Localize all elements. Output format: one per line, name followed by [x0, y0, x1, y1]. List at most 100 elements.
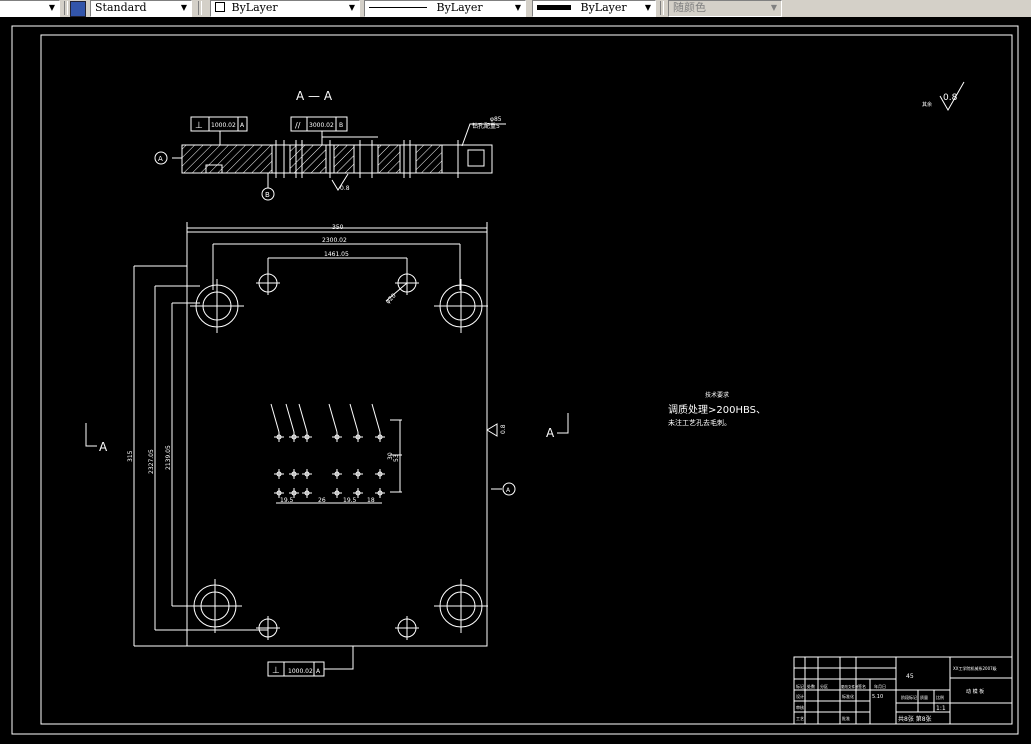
text-style-icon[interactable] [70, 1, 86, 17]
roughness-global: 0.8 [943, 93, 958, 103]
sheet-outer-border [11, 25, 1019, 735]
toolbar-separator [64, 1, 68, 15]
prev-dropdown-stub[interactable]: ▼ [0, 0, 60, 17]
section-arrow-left [85, 423, 97, 447]
tb-design-lbl: 设计 [796, 693, 804, 699]
chevron-down-icon[interactable]: ▼ [514, 3, 522, 12]
section-view [172, 140, 493, 178]
lineweight-dropdown[interactable]: ByLayer ▼ [532, 0, 656, 17]
datum-a2-label: A [506, 487, 511, 494]
dim-holes-outer: 2300.02 [322, 237, 347, 244]
perpendicularity-icon: ⊥ [272, 666, 280, 676]
dim-height-3: 2139.05 [165, 445, 172, 470]
color-swatch-icon [215, 2, 225, 12]
pin-hole-leader [298, 403, 308, 433]
section-label-left: A [99, 440, 108, 454]
tb-craft-lbl: 工艺 [796, 716, 804, 721]
lineweight-line-icon [537, 5, 571, 10]
fcf-top1-datum: A [240, 122, 245, 129]
tb-zone-lbl: 分区 [820, 683, 828, 689]
pin-hole-leader [349, 403, 359, 433]
dim-height-left: 315 [127, 450, 134, 462]
text-style-dropdown[interactable]: Standard ▼ [90, 0, 192, 17]
parallelism-icon: // [295, 121, 301, 130]
tech-line2: 未注工艺孔去毛刺。 [668, 418, 731, 427]
linetype-line-icon [369, 7, 427, 8]
linetype-dropdown[interactable]: ByLayer ▼ [364, 0, 526, 17]
section-arrow-right [557, 413, 569, 434]
chevron-down-icon[interactable]: ▼ [644, 3, 652, 12]
tb-sign-lbl: 签名 [858, 683, 866, 689]
linetype-value: ByLayer [436, 1, 483, 14]
tb-scale-lbl: 比例 [936, 694, 944, 700]
dim-mid-1: 19.5 [280, 497, 294, 504]
toolbar-separator [198, 1, 202, 15]
plot-style-value: 随颜色 [673, 1, 706, 14]
title-block [793, 656, 1013, 725]
tb-material: 45 [906, 673, 914, 680]
dim-mid-2: 26 [318, 497, 326, 504]
roughness-rest-label: 其余 [922, 101, 932, 108]
chevron-down-icon[interactable]: ▼ [770, 3, 778, 12]
callout-dia: φ85 [490, 116, 502, 123]
dim-hole-dia: φ20 [384, 292, 397, 305]
perpendicularity-icon: ⊥ [195, 121, 203, 131]
tb-mark-lbl: 标记 [796, 683, 804, 689]
text-style-value: Standard [95, 1, 147, 14]
tech-line1: 调质处理>200HBS、 [668, 404, 766, 416]
roughness-section: 0.8 [340, 185, 350, 192]
dim-mid-3: 19.5 [343, 497, 357, 504]
section-label-right: A [546, 426, 555, 440]
chevron-down-icon[interactable]: ▼ [180, 3, 188, 12]
fcf-top2 [290, 116, 348, 132]
cad-drawing: A — A 1000.02 A ⊥ 3000.02 B // A B φ85 钻… [11, 25, 1019, 735]
drawing-canvas[interactable]: A — A 1000.02 A ⊥ 3000.02 B // A B φ85 钻… [0, 17, 1031, 740]
plot-style-dropdown[interactable]: 随颜色 ▼ [668, 0, 782, 17]
datum-b-label: B [265, 191, 270, 199]
tb-weight-lbl: 质量 [920, 694, 928, 700]
chevron-down-icon[interactable]: ▼ [348, 3, 356, 12]
layer-color-dropdown[interactable]: ByLayer ▼ [210, 0, 360, 17]
fcf-top1 [190, 116, 248, 132]
tb-check-lbl: 审核 [796, 704, 804, 710]
tb-std-lbl: 标准化 [842, 693, 854, 699]
toolbar-separator [660, 1, 664, 15]
fcf-top2-tol: 3000.02 [309, 122, 334, 129]
tb-stage-lbl: 阶段标记 [901, 694, 917, 700]
layer-color-value: ByLayer [231, 1, 278, 14]
dim-mid-4: 18 [367, 497, 375, 504]
plate-outline [186, 227, 488, 647]
tech-title: 技术要求 [705, 391, 729, 399]
fcf-bottom-tol: 1000.02 [288, 668, 313, 675]
tb-scale2: 5.10 [872, 694, 883, 700]
chevron-down-icon[interactable]: ▼ [48, 3, 56, 12]
datum-a-circle [154, 151, 168, 165]
fcf-bottom-datum: A [316, 668, 321, 675]
tb-approve-lbl: 批准 [842, 715, 850, 721]
tb-docno-lbl: 更改文件号 [841, 684, 859, 689]
dim-side-2: 53 [393, 454, 400, 462]
pin-hole-grid [270, 403, 385, 498]
roughness-side: 0.8 [500, 424, 507, 434]
pin-hole-leader [285, 403, 295, 433]
guide-holes [188, 279, 488, 633]
tb-date-lbl: 年月日 [874, 683, 886, 689]
dim-side-1: 30 [387, 452, 394, 460]
pin-hole-leader [328, 403, 338, 433]
datum-a-label: A [158, 155, 163, 163]
screw-holes [256, 271, 419, 640]
properties-toolbar: ▼ Standard ▼ ByLayer ▼ ByLayer ▼ ByLayer… [0, 0, 1031, 18]
dim-width-top: 350 [332, 224, 344, 231]
sheet-inner-border [40, 34, 1013, 725]
dim-holes-inner: 1461.05 [324, 251, 349, 258]
global-roughness-symbol [939, 81, 965, 112]
callout-note: 钻孔配重5 [472, 122, 500, 130]
section-title: A — A [296, 89, 333, 103]
datum-a2-circle [502, 482, 516, 496]
tb-part-name: 动 模 板 [966, 688, 984, 695]
fcf-top2-datum: B [339, 122, 343, 129]
tb-sheets: 共8张 第8张 [898, 715, 932, 723]
tb-scale: 1:1 [936, 705, 946, 712]
pin-hole-leader [371, 403, 381, 433]
dim-height-2: 2327.05 [148, 449, 155, 474]
